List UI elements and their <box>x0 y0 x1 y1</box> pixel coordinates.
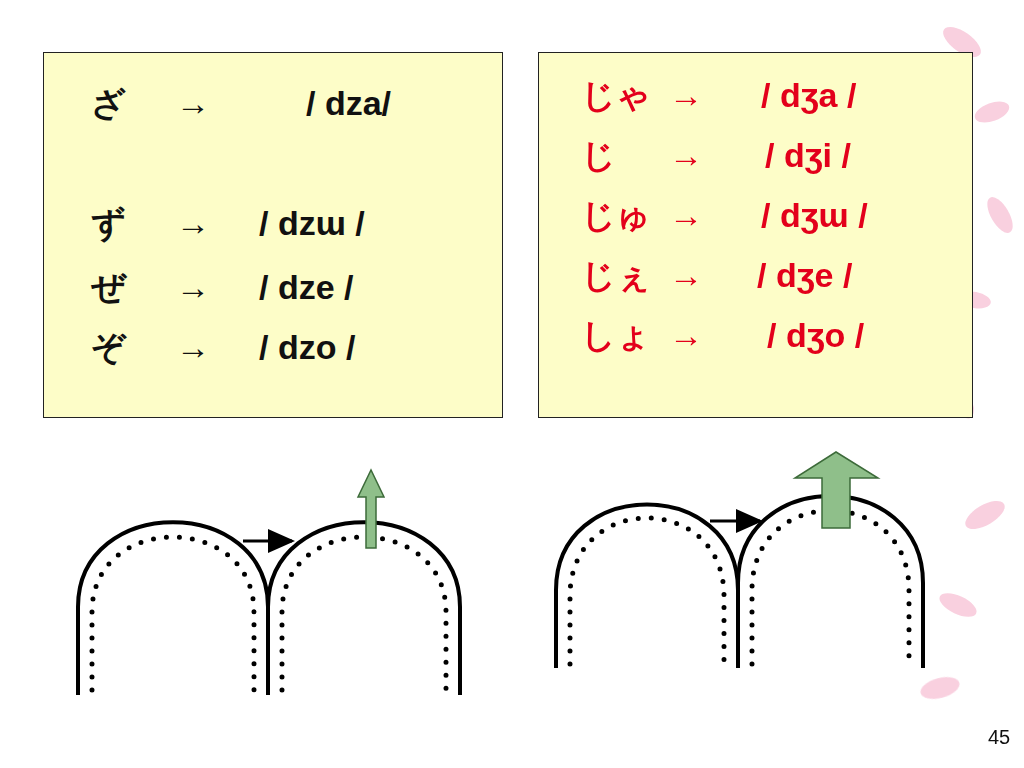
kana-label: ぜ <box>91 269 126 306</box>
arrow-symbol: → <box>176 269 210 306</box>
arrow-symbol: → <box>669 137 703 174</box>
raise-arrow-large <box>795 452 878 528</box>
arrow-symbol: → <box>669 317 703 354</box>
arrow-symbol: → <box>176 205 210 242</box>
kana-label: じゅ <box>581 197 651 234</box>
kana-label: しょ <box>581 317 651 354</box>
ipa-label: / dʒa / <box>761 77 856 114</box>
tongue-figure-right <box>556 496 923 668</box>
ipa-label: / dʒo / <box>767 317 864 354</box>
tongue-figure-left <box>78 522 460 695</box>
kana-label: ぞ <box>91 329 126 366</box>
ipa-label: / dʒi / <box>765 137 851 174</box>
arrow-symbol: → <box>669 197 703 234</box>
kana-label: ざ <box>91 85 126 122</box>
kana-label: じぇ <box>581 257 651 294</box>
page-number: 45 <box>988 726 1010 749</box>
raise-arrow-small <box>358 470 384 548</box>
arrow-symbol: → <box>176 329 210 366</box>
kana-label: じ <box>581 137 616 174</box>
ipa-label: / dza/ <box>306 85 391 122</box>
ipa-label: / dzɯ / <box>259 205 365 242</box>
ipa-label: / dʒɯ / <box>761 197 868 234</box>
ipa-label: / dzo / <box>259 329 355 366</box>
phoneme-panel: ざ → / dza/ず → / dzɯ / ぜ → / dze / ぞ → / dzo / <box>43 52 503 418</box>
arrow-symbol: → <box>669 77 703 114</box>
phoneme-panel: じゃ → / dʒa / じ → / dʒi / じゅ → / dʒɯ / じぇ → / dʒe / し… <box>538 52 973 418</box>
arrow-symbol: → <box>669 257 703 294</box>
ipa-label: / dʒe / <box>757 257 852 294</box>
kana-label: じゃ <box>581 77 651 114</box>
kana-label: ず <box>91 205 126 242</box>
arrow-symbol: → <box>176 85 210 122</box>
ipa-label: / dze / <box>259 269 353 306</box>
